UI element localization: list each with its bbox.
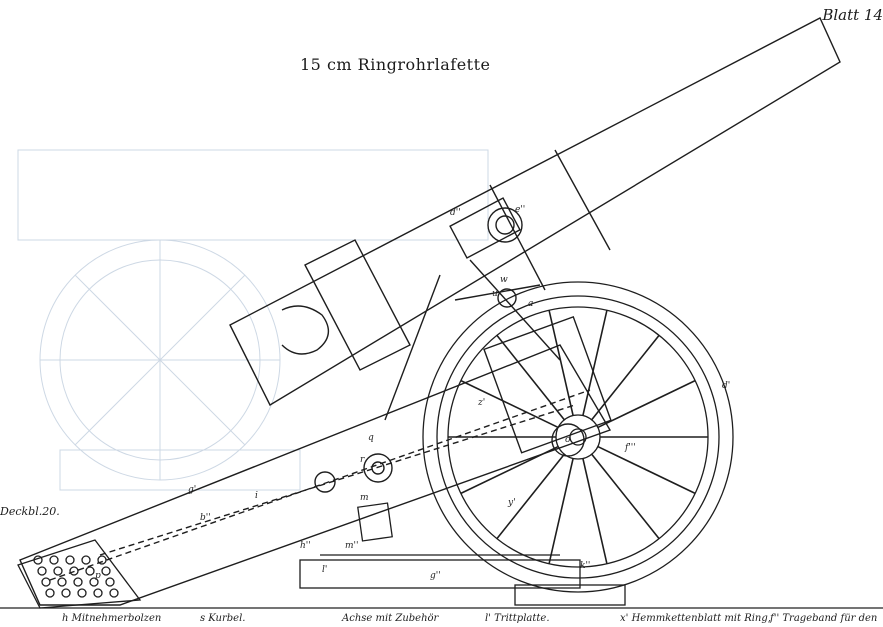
spade-rivet (33, 555, 43, 565)
spade-rivet (53, 566, 63, 576)
part-letter: p (95, 571, 101, 581)
barrel (229, 17, 841, 406)
part-letter: r (360, 455, 365, 465)
spade-rivet (85, 566, 95, 576)
part-letter: m'' (345, 541, 358, 551)
trail-spade (17, 539, 142, 609)
wheel-spoke (496, 453, 565, 540)
legend-item: Achse mit Zubehör (342, 613, 439, 624)
part-letter: z' (477, 398, 485, 408)
spade-rivet (77, 588, 87, 598)
part-letter: b'' (200, 513, 211, 523)
side-note: Deckbl.20. (0, 505, 60, 518)
part-letters: d'' e'' uw a d' z' q o g' r i m b'' h'' l' g'' k'' p y' f''… (95, 205, 730, 581)
page-label: Blatt 14 (822, 6, 883, 24)
wheel-spoke (582, 310, 608, 416)
part-letter: u (492, 289, 498, 299)
part-letter: i (255, 491, 258, 501)
part-letter: h'' (300, 541, 311, 551)
wheel-spoke (597, 445, 696, 495)
part-letter: l' (322, 565, 327, 575)
lower-beam (299, 502, 626, 606)
part-letter: q (368, 433, 374, 443)
spade-rivet (57, 577, 67, 587)
spade-rivet (101, 566, 111, 576)
legend-item: s Kurbel. (200, 613, 246, 624)
legend-item: f'' Trageband für den (770, 613, 878, 624)
part-letter: e'' (515, 205, 525, 215)
ghost-drawing (17, 149, 489, 491)
wheel-spoke (460, 379, 559, 429)
legend-item: x' Hemmkettenblatt mit Ring, (620, 613, 771, 624)
part-letter: y' (507, 498, 516, 508)
spade-rivet (73, 577, 83, 587)
part-letter: k'' (580, 561, 590, 571)
drawing-title: 15 cm Ringrohrlafette (300, 55, 491, 74)
legend-item: h Mitnehmerbolzen (62, 613, 162, 624)
spade-rivet (49, 555, 59, 565)
spade-rivet (81, 555, 91, 565)
spade-rivet (69, 566, 79, 576)
part-letter: m (360, 493, 369, 503)
spade-rivet (41, 577, 51, 587)
spade-rivet (61, 588, 71, 598)
spade-rivet (93, 588, 103, 598)
spade-rivet (89, 577, 99, 587)
legend-strip: h Mitnehmerbolzen s Kurbel. Achse mit Zu… (0, 613, 883, 627)
part-letter: o (565, 435, 571, 445)
spade-rivet (109, 588, 119, 598)
part-letter: d'' (450, 208, 461, 218)
spade-rivet (97, 555, 107, 565)
part-letter: f''' (624, 443, 636, 453)
wheel (422, 281, 734, 593)
part-letter: g' (188, 485, 196, 495)
part-letter: w (500, 275, 508, 285)
carriage-trail (19, 259, 612, 606)
wheel-spoke (591, 453, 660, 540)
wheel-spoke (496, 334, 565, 421)
part-letter: a (528, 299, 533, 309)
part-letter: d' (722, 381, 730, 391)
wheel-spoke (591, 334, 660, 421)
spade-rivet (65, 555, 75, 565)
legend-item: l' Trittplatte. (485, 613, 550, 624)
spade-rivet (105, 577, 115, 587)
part-letter: g'' (430, 571, 441, 581)
wheel-spoke (582, 458, 608, 564)
spade-rivet (37, 566, 47, 576)
spade-rivet (45, 588, 55, 598)
wheel-spoke (597, 379, 696, 429)
wheel-spoke (548, 458, 574, 564)
